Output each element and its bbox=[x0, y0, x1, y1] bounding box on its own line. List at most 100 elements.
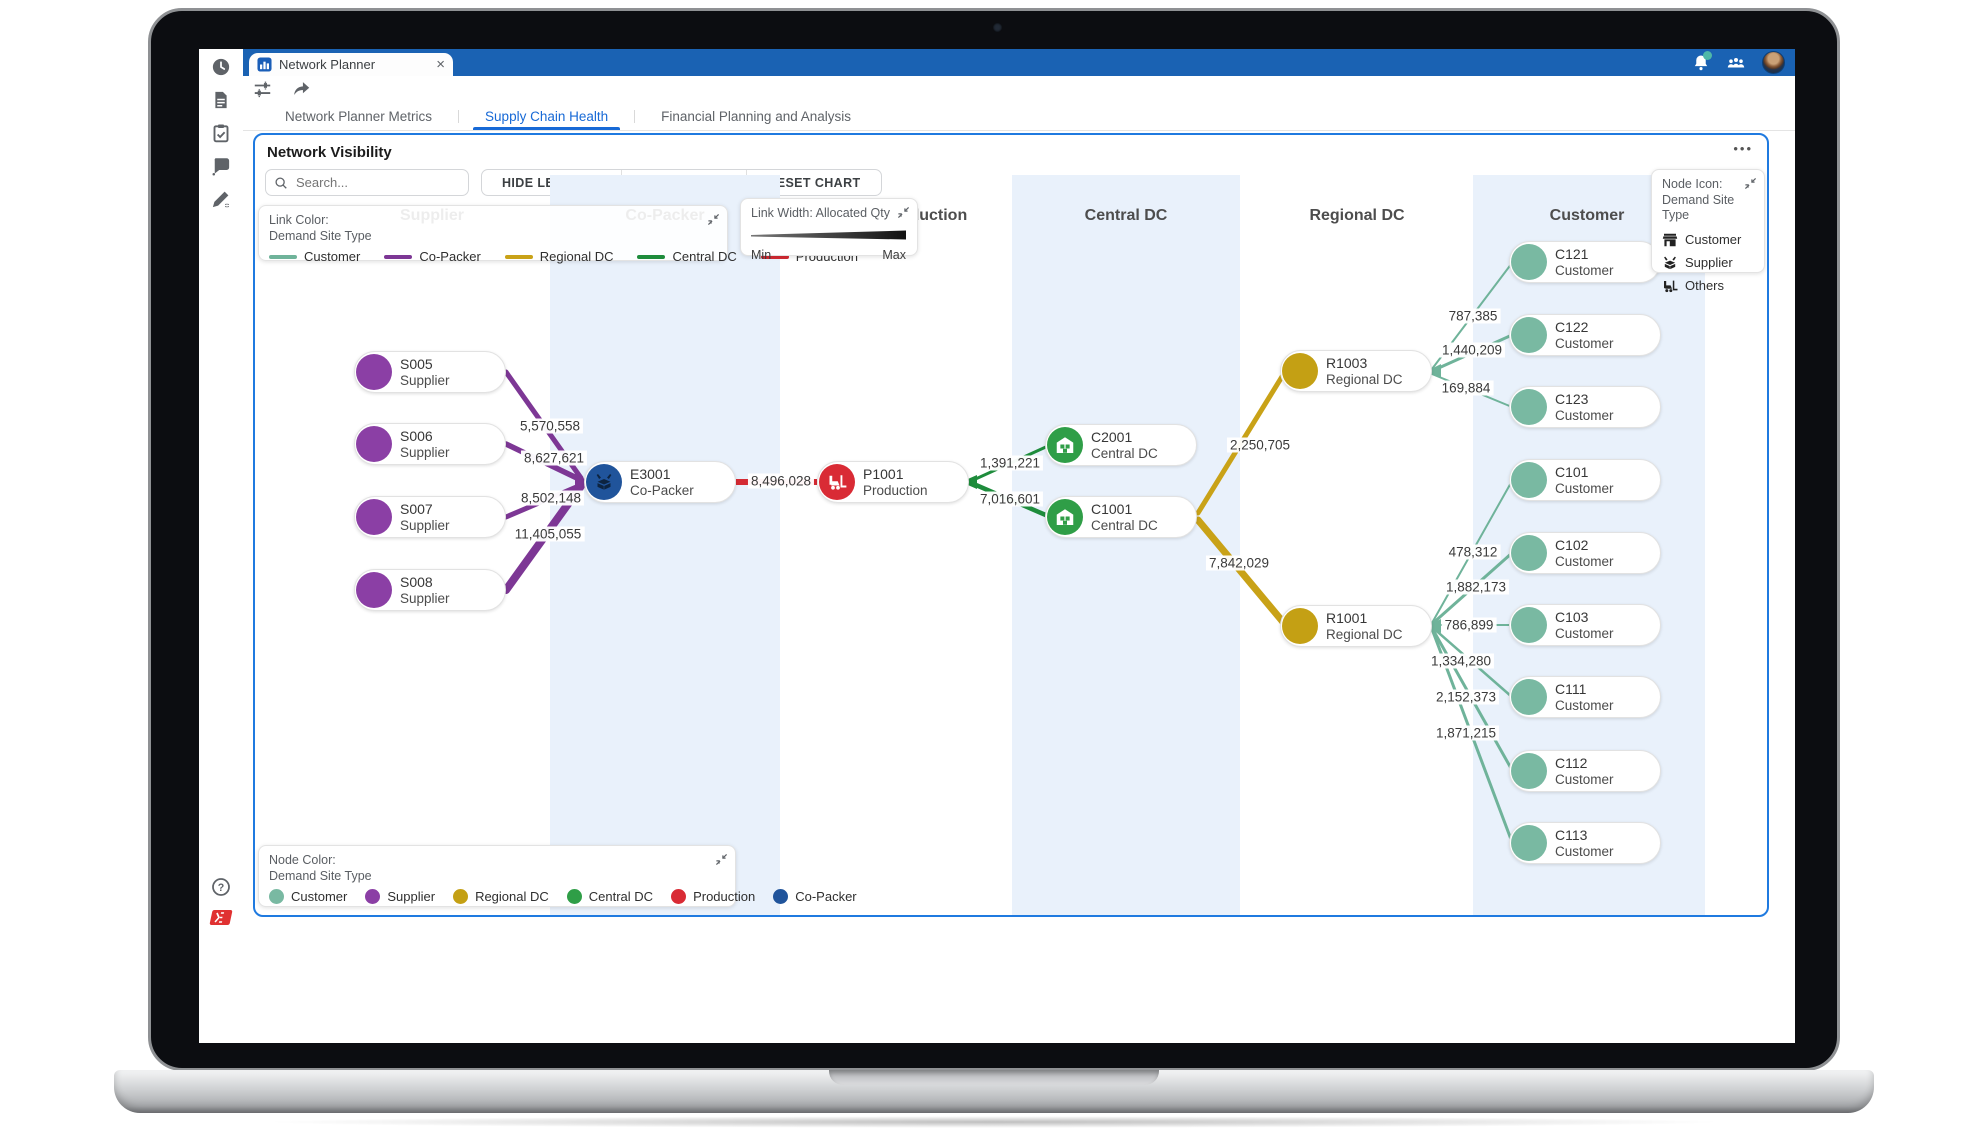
legend-item: Supplier bbox=[1662, 255, 1738, 271]
link-width-scale bbox=[751, 230, 906, 240]
share-icon[interactable] bbox=[292, 80, 311, 99]
min-label: Min bbox=[751, 247, 772, 262]
panel-menu-icon[interactable]: ••• bbox=[1733, 141, 1753, 156]
node-circle bbox=[1511, 462, 1547, 498]
legend-item: Regional DC bbox=[504, 249, 613, 264]
edge-label-S006-E3001: 8,627,621 bbox=[520, 450, 588, 466]
people-icon[interactable] bbox=[1726, 54, 1746, 72]
app-window: ? Network Planner × bbox=[199, 49, 1795, 1043]
column-header-central-dc: Central DC bbox=[1084, 207, 1168, 224]
legend-item: Co-Packer bbox=[384, 249, 481, 264]
node-type: Regional DC bbox=[1326, 371, 1403, 387]
column-band bbox=[550, 175, 780, 915]
close-icon[interactable]: × bbox=[436, 56, 445, 73]
search-input[interactable] bbox=[294, 174, 460, 191]
node-id: R1001 bbox=[1326, 610, 1368, 626]
comment-icon[interactable] bbox=[211, 156, 231, 176]
collapse-icon[interactable] bbox=[1744, 177, 1757, 190]
max-label: Max bbox=[882, 247, 906, 262]
history-icon[interactable] bbox=[211, 57, 231, 77]
node-circle bbox=[1511, 753, 1547, 789]
node-circle bbox=[356, 426, 392, 462]
node-id: C1001 bbox=[1091, 501, 1133, 517]
svg-text:?: ? bbox=[218, 882, 224, 894]
supplier-icon bbox=[1662, 255, 1678, 271]
node-type: Customer bbox=[1555, 697, 1614, 713]
edge-arrowhead bbox=[1427, 364, 1441, 378]
column-header-customer: Customer bbox=[1549, 207, 1625, 224]
app-tab[interactable]: Network Planner × bbox=[249, 53, 453, 76]
node-circle bbox=[1047, 427, 1083, 463]
node-type: Supplier bbox=[400, 590, 450, 606]
legend-title: Link Color:Demand Site Type bbox=[269, 213, 372, 243]
edge-label-R1001-C102: 1,882,173 bbox=[1442, 579, 1510, 595]
edge-C1001-R1001[interactable] bbox=[1194, 516, 1287, 626]
edge-arrowhead bbox=[1427, 619, 1441, 633]
node-circle bbox=[1511, 679, 1547, 715]
node-id: E3001 bbox=[630, 466, 671, 482]
user-avatar[interactable] bbox=[1762, 51, 1785, 74]
edge-label-E3001-P1001: 8,496,028 bbox=[747, 473, 815, 489]
document-icon[interactable] bbox=[211, 90, 231, 110]
edge-label-R1001-C112: 2,152,373 bbox=[1432, 689, 1500, 705]
network-chart: SupplierCo-PackerProductionCentral DCReg… bbox=[255, 169, 1767, 915]
node-id: C123 bbox=[1555, 391, 1589, 407]
node-type: Supplier bbox=[400, 372, 450, 388]
filter-tune-icon[interactable] bbox=[253, 80, 272, 99]
notifications-bell-icon[interactable] bbox=[1692, 50, 1712, 72]
collapse-icon[interactable] bbox=[897, 206, 910, 219]
node-type: Supplier bbox=[400, 444, 450, 460]
tab-financial-planning[interactable]: Financial Planning and Analysis bbox=[661, 109, 851, 124]
collapse-icon[interactable] bbox=[715, 853, 728, 866]
node-type: Production bbox=[863, 482, 928, 498]
search-icon bbox=[275, 176, 287, 189]
node-id: C101 bbox=[1555, 464, 1589, 480]
node-type: Customer bbox=[1555, 335, 1614, 351]
node-id: S006 bbox=[400, 428, 433, 444]
legend-title: Node Color:Demand Site Type bbox=[269, 853, 372, 883]
edge-label-C1001-R1003: 2,250,705 bbox=[1226, 437, 1294, 453]
tab-network-planner-metrics[interactable]: Network Planner Metrics bbox=[285, 109, 433, 124]
node-id: S008 bbox=[400, 574, 433, 590]
help-icon[interactable]: ? bbox=[211, 877, 231, 897]
node-type: Co-Packer bbox=[630, 482, 694, 498]
node-circle bbox=[1047, 499, 1083, 535]
node-circle bbox=[1511, 389, 1547, 425]
node-type: Customer bbox=[1555, 553, 1614, 569]
legend-item: Customer bbox=[1662, 232, 1741, 248]
legend-item: Customer bbox=[269, 249, 360, 264]
node-circle bbox=[1282, 353, 1318, 389]
tab-supply-chain-health[interactable]: Supply Chain Health bbox=[459, 103, 634, 130]
node-circle bbox=[1511, 244, 1547, 280]
node-type: Customer bbox=[1555, 625, 1614, 641]
link-color-legend: Link Color:Demand Site Type Customer Co-P… bbox=[258, 205, 858, 264]
laptop-base bbox=[114, 1070, 1874, 1113]
clipboard-check-icon[interactable] bbox=[211, 123, 231, 143]
legend-item: Central DC bbox=[566, 889, 653, 905]
collapse-icon[interactable] bbox=[707, 213, 720, 226]
node-circle bbox=[819, 464, 855, 500]
edge-label-R1001-C113: 1,871,215 bbox=[1432, 725, 1500, 741]
annotate-pen-icon[interactable] bbox=[211, 189, 231, 209]
